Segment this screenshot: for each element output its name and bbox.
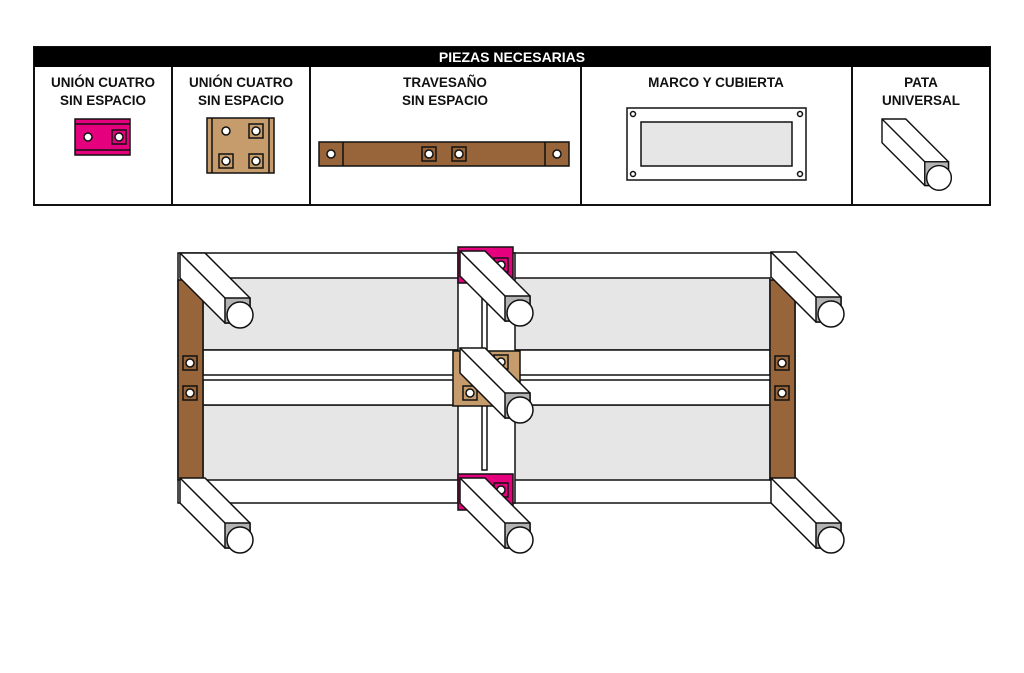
magenta-joint-icon — [74, 118, 131, 156]
part-label: UNIVERSAL — [882, 93, 960, 108]
part-cell-crossbar: TRAVESAÑO SIN ESPACIO — [318, 75, 570, 167]
part-label: PATA — [904, 75, 938, 90]
crossbar-icon — [318, 141, 570, 167]
part-label: SIN ESPACIO — [60, 93, 146, 108]
part-cell-leg: PATA UNIVERSAL — [881, 75, 960, 191]
assembly — [177, 246, 845, 554]
part-label: SIN ESPACIO — [402, 93, 488, 108]
part-cell-tan-joint: UNIÓN CUATRO SIN ESPACIO — [189, 75, 293, 174]
tan-joint-icon — [206, 117, 275, 174]
table-title: PIEZAS NECESARIAS — [439, 49, 585, 65]
part-cell-frame-cover: MARCO Y CUBIERTA — [626, 75, 807, 181]
part-cell-magenta-joint: UNIÓN CUATRO SIN ESPACIO — [51, 75, 155, 156]
right-crossbar — [769, 279, 796, 481]
part-label: MARCO Y CUBIERTA — [648, 75, 784, 90]
part-label: TRAVESAÑO — [403, 75, 487, 90]
table-header — [34, 47, 990, 67]
left-crossbar — [177, 279, 204, 481]
parts-table: PIEZAS NECESARIAS UNIÓN CUATRO SIN ESPAC… — [33, 46, 991, 206]
part-label: SIN ESPACIO — [198, 93, 284, 108]
part-label: UNIÓN CUATRO — [51, 75, 155, 90]
frame-cover-icon — [626, 107, 807, 181]
leg-icon — [770, 477, 845, 554]
part-label: UNIÓN CUATRO — [189, 75, 293, 90]
